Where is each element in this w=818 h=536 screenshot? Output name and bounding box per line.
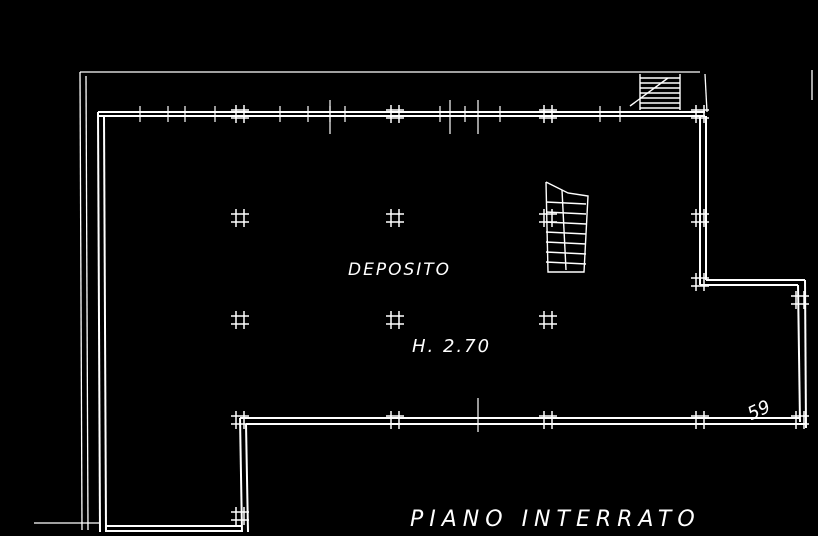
pillar [231, 209, 249, 227]
pillar [539, 311, 557, 329]
staircase-top [629, 74, 681, 110]
wall-ticks [139, 100, 621, 432]
height-label: H. 2.70 [412, 336, 491, 357]
pillar [539, 411, 557, 429]
pillar [691, 105, 709, 123]
pillar [386, 311, 404, 329]
pillar [231, 311, 249, 329]
pillar [386, 411, 404, 429]
pillar [691, 273, 709, 291]
pillars [231, 105, 809, 525]
outer-boundary [34, 70, 813, 531]
stair-number-label: 59 [744, 396, 774, 425]
pillar [791, 291, 809, 309]
pillar [539, 209, 557, 227]
pillar [386, 105, 404, 123]
main-walls [97, 111, 807, 533]
pillar [539, 105, 557, 123]
pillar [691, 411, 709, 429]
pillar [231, 411, 249, 429]
pillar [231, 105, 249, 123]
pillar [386, 209, 404, 227]
pillar [231, 507, 249, 525]
room-label: DEPOSITO [348, 260, 451, 280]
pillar [791, 411, 809, 429]
floor-label: PIANO INTERRATO [410, 507, 701, 532]
pillar [691, 209, 709, 227]
